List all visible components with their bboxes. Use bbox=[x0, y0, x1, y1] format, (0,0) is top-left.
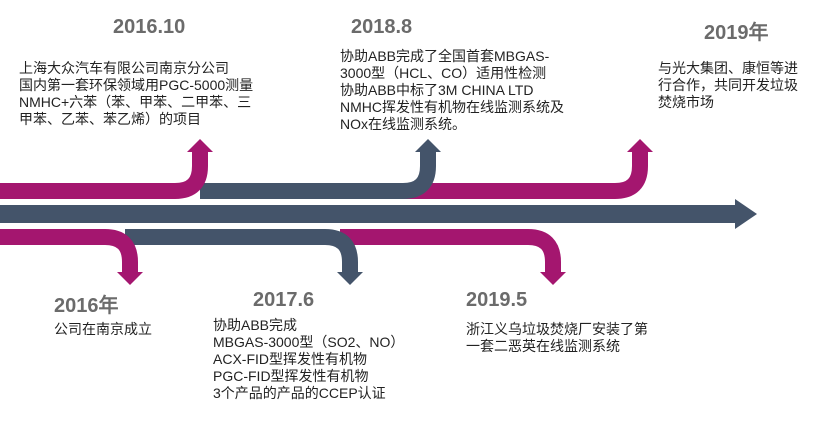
desc-line: 协助ABB完成了全国首套MBGAS- bbox=[340, 48, 550, 64]
desc-line: 一套二恶英在线监测系统 bbox=[466, 338, 620, 354]
branch-arrow-2019 bbox=[360, 152, 648, 199]
arrowhead-2019-5 bbox=[540, 272, 566, 285]
branch-arrow-2016 bbox=[0, 229, 138, 272]
desc-line: NMHC挥发性有机物在线监测系统及 bbox=[340, 99, 564, 115]
desc-line: 公司在南京成立 bbox=[54, 321, 152, 337]
desc-line: 浙江义乌垃圾焚烧厂安装了第 bbox=[466, 321, 648, 337]
arrowhead-2016 bbox=[117, 272, 143, 285]
milestone-year-2018-8: 2018.8 bbox=[351, 16, 413, 38]
milestone-year-2019-5: 2019.5 bbox=[466, 289, 528, 311]
main-timeline-arrowhead bbox=[735, 199, 757, 229]
desc-line: 国内第一套环保领域用PGC-5000测量 bbox=[19, 77, 254, 93]
desc-line: PGC-FID型挥发性有机物 bbox=[213, 368, 369, 384]
desc-line: 行合作，共同开发垃圾 bbox=[658, 77, 798, 93]
arrowhead-2018-8 bbox=[415, 139, 441, 152]
milestone-desc-2018-8: 协助ABB完成了全国首套MBGAS- 3000型（HCL、CO）适用性检测 协助… bbox=[340, 48, 564, 133]
branch-arrow-2016-10 bbox=[0, 152, 208, 199]
desc-line: 甲苯、乙苯、苯乙烯）的项目 bbox=[19, 111, 201, 127]
arrowhead-2016-10 bbox=[187, 139, 213, 152]
desc-line: 3000型（HCL、CO）适用性检测 bbox=[340, 65, 547, 81]
desc-line: 3个产品的产品的CCEP认证 bbox=[213, 385, 386, 401]
desc-line: 上海大众汽车有限公司南京分公司 bbox=[19, 60, 229, 76]
desc-line: ACX-FID型挥发性有机物 bbox=[213, 351, 367, 367]
milestone-year-2016-10: 2016.10 bbox=[113, 16, 186, 38]
milestone-desc-2019-5: 浙江义乌垃圾焚烧厂安装了第 一套二恶英在线监测系统 bbox=[466, 321, 648, 355]
milestone-year-2016: 2016年 bbox=[54, 295, 119, 317]
branch-arrow-2017-6 bbox=[125, 229, 358, 272]
branch-arrow-2018-8 bbox=[200, 152, 436, 199]
desc-line: MBGAS-3000型（SO2、NO） bbox=[213, 334, 405, 350]
milestone-desc-2016: 公司在南京成立 bbox=[54, 321, 152, 338]
desc-line: NMHC+六苯（苯、甲苯、二甲苯、三 bbox=[19, 94, 252, 110]
desc-line: 协助ABB中标了3M CHINA LTD bbox=[340, 82, 534, 98]
milestone-year-2017-6: 2017.6 bbox=[253, 289, 315, 311]
desc-line: NOx在线监测系统。 bbox=[340, 116, 466, 132]
desc-line: 与光大集团、康恒等进 bbox=[658, 60, 798, 76]
milestone-desc-2017-6: 协助ABB完成 MBGAS-3000型（SO2、NO） ACX-FID型挥发性有… bbox=[213, 317, 404, 402]
milestone-desc-2019: 与光大集团、康恒等进 行合作，共同开发垃圾 焚烧市场 bbox=[658, 60, 798, 111]
branch-arrow-2019-5 bbox=[340, 229, 561, 272]
milestone-desc-2016-10: 上海大众汽车有限公司南京分公司 国内第一套环保领域用PGC-5000测量 NMH… bbox=[19, 60, 253, 128]
arrowhead-2019 bbox=[627, 139, 653, 152]
desc-line: 协助ABB完成 bbox=[213, 317, 298, 333]
arrowhead-2017-6 bbox=[337, 272, 363, 285]
main-timeline-axis bbox=[0, 205, 735, 223]
milestone-year-2019: 2019年 bbox=[704, 22, 769, 44]
desc-line: 焚烧市场 bbox=[658, 94, 714, 110]
